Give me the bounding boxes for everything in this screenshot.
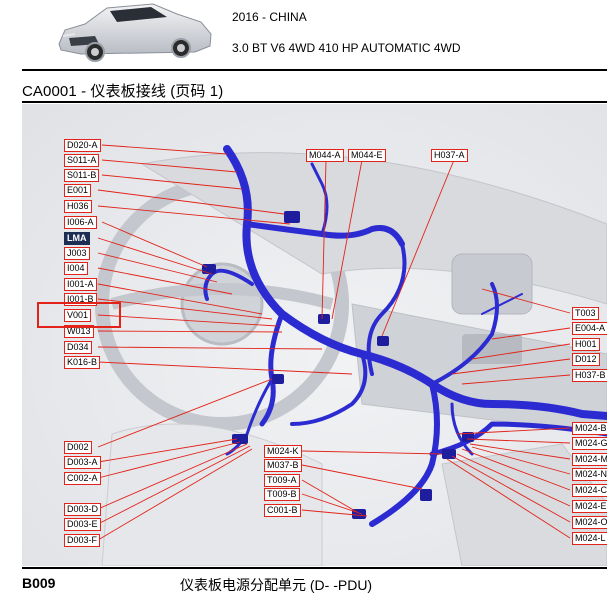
connector-label-d020-a: D020-A [64,139,101,152]
connector-label-m024-c: M024-C [572,484,607,497]
connector-label-i004: I004 [64,262,88,275]
connector-label-m024-b: M024-B [572,422,607,435]
connector-label-h037-b: H037-B [572,369,607,382]
connector-label-lma: LMA [64,232,90,245]
footer-divider [22,567,607,569]
title-divider [22,101,607,103]
connector-label-d002: D002 [64,441,92,454]
connector-label-m024-o: M024-O [572,516,607,529]
connector-label-i001-a: I001-A [64,278,97,291]
connector-label-h036: H036 [64,200,92,213]
connector-label-e004-a: E004-A [572,322,607,335]
connector-label-m024-m: M024-M [572,453,607,466]
connector-label-m024-n: M024-N [572,468,607,481]
diagram-illustration [22,104,607,566]
connector-label-m024-l: M024-L [572,532,607,545]
connector-label-h037-a: H037-A [431,149,468,162]
connector-label-t009-b: T009-B [264,488,300,501]
connector-label-m024-e: M024-E [572,500,607,513]
connector-label-c002-a: C002-A [64,472,101,485]
page-title: CA0001 - 仪表板接线 (页码 1) [22,83,224,100]
connector-label-s011-a: S011-A [64,154,100,167]
highlight-box [37,302,121,328]
engine-spec: 3.0 BT V6 4WD 410 HP AUTOMATIC 4WD [232,41,461,55]
connector-label-e001: E001 [64,184,92,197]
connector-label-d012: D012 [572,353,600,366]
connector-label-t003: T003 [572,307,599,320]
header-divider [22,69,607,71]
connector-label-m044-e: M044-E [348,149,386,162]
connector-label-d003-f: D003-F [64,534,101,547]
connector-label-m024-k: M024-K [264,445,302,458]
connector-label-v001: V001 [64,309,92,322]
connector-label-i006-a: I006-A [64,216,97,229]
connector-label-c001-b: C001-B [264,504,301,517]
connector-label-j003: J003 [64,247,90,260]
connector-label-m024-g: M024-G [572,437,607,450]
connector-label-d003-e: D003-E [64,518,101,531]
connector-label-d003-a: D003-A [64,456,101,469]
component-code: B009 [22,575,56,591]
connector-label-d034: D034 [64,341,92,354]
model-year: 2016 - CHINA [232,10,307,24]
car-image [58,3,212,62]
connector-label-m044-a: M044-A [306,149,344,162]
connector-label-k016-b: K016-B [64,356,101,369]
connector-label-m037-b: M037-B [264,459,302,472]
wiring-diagram: D020-A S011-A S011-B E001 H036 I006-A LM… [22,104,607,566]
connector-label-s011-b: S011-B [64,169,100,182]
header: 2016 - CHINA 3.0 BT V6 4WD 410 HP AUTOMA… [0,0,607,70]
component-description: 仪表板电源分配单元 (D- -PDU) [180,577,373,593]
connector-label-w013: W013 [64,325,94,338]
connector-label-d003-d: D003-D [64,503,102,516]
connector-label-t009-a: T009-A [264,474,300,487]
connector-label-h001: H001 [572,338,600,351]
